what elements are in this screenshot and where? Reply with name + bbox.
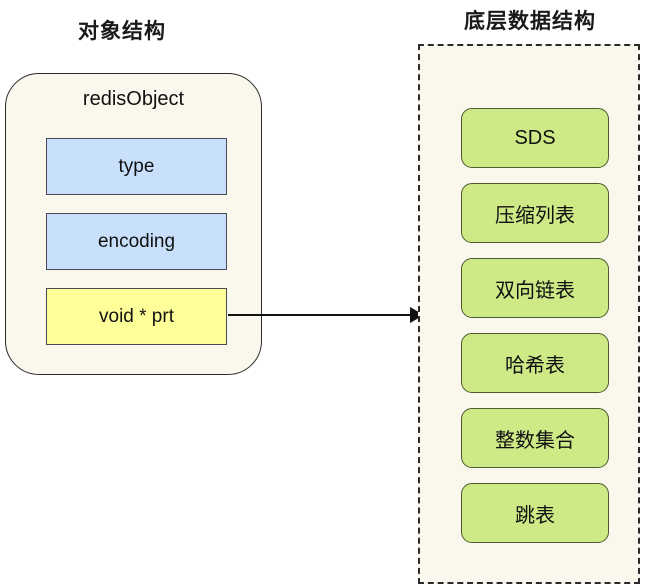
redis-object-container: redisObject type encoding void * prt — [5, 73, 262, 375]
data-structure-item-linkedlist: 双向链表 — [461, 258, 609, 318]
data-structure-item-ziplist: 压缩列表 — [461, 183, 609, 243]
redis-object-label: redisObject — [82, 88, 185, 110]
data-structure-item-sds: SDS — [461, 108, 609, 168]
field-box-type: type — [46, 138, 227, 195]
data-structure-container: SDS 压缩列表 双向链表 哈希表 整数集合 跳表 — [418, 44, 640, 584]
field-box-void-ptr: void * prt — [46, 288, 227, 345]
data-structure-item-hashtable: 哈希表 — [461, 333, 609, 393]
data-structure-item-intset: 整数集合 — [461, 408, 609, 468]
pointer-arrow-icon — [228, 307, 424, 323]
right-section-title: 底层数据结构 — [464, 10, 596, 33]
field-box-encoding: encoding — [46, 213, 227, 270]
data-structure-item-skiplist: 跳表 — [461, 483, 609, 543]
left-section-title: 对象结构 — [78, 20, 166, 43]
